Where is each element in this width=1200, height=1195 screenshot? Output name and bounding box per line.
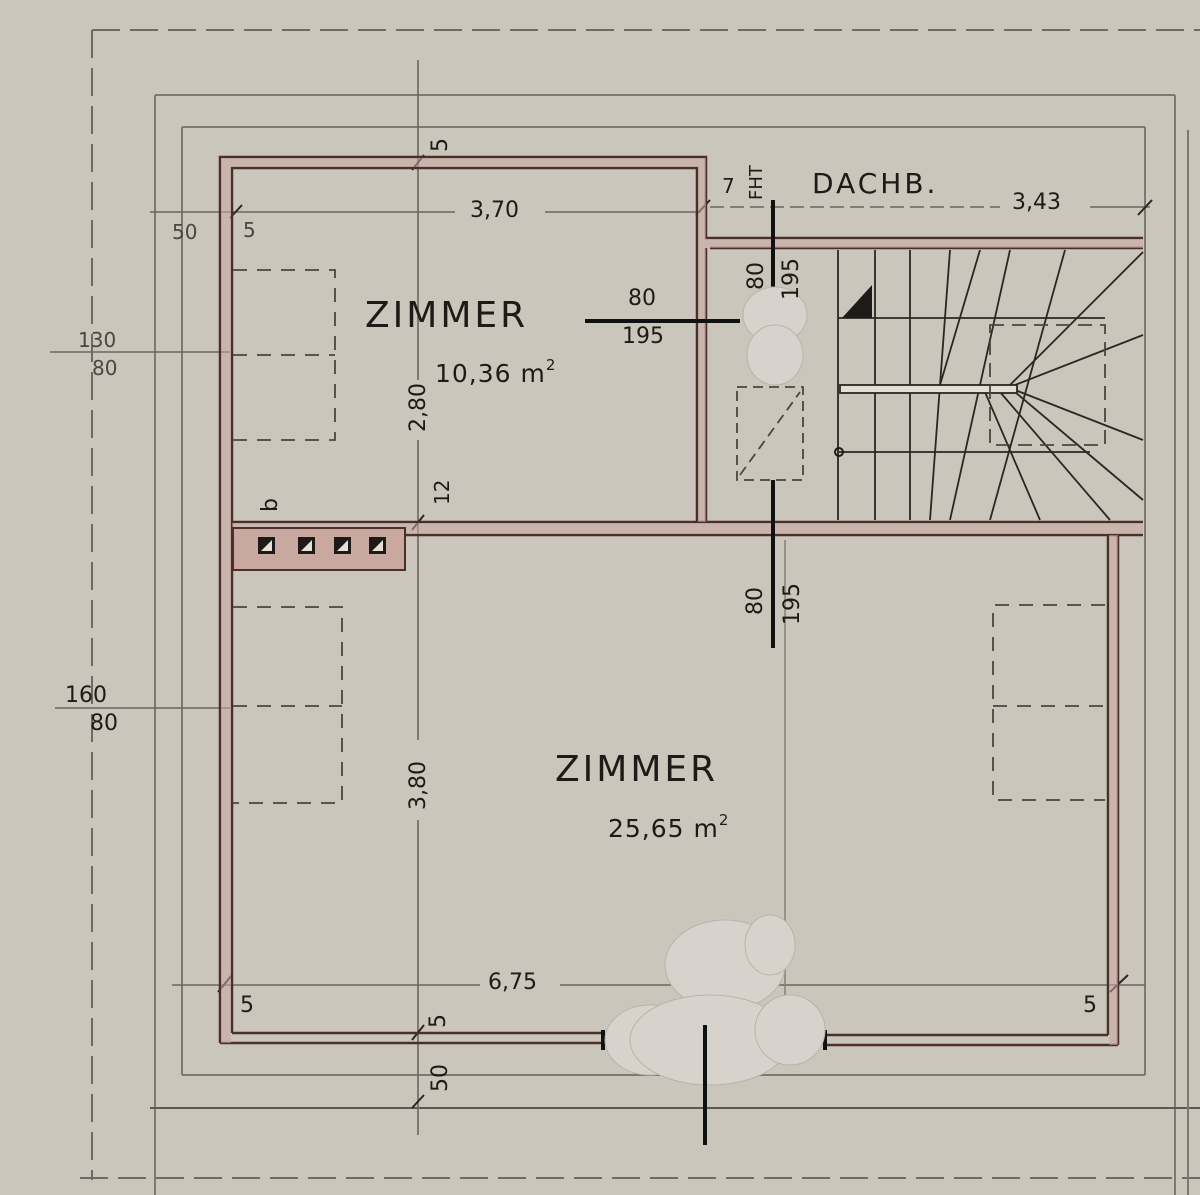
dim-window-large-top: 160 — [65, 683, 107, 708]
attic-hatch — [736, 386, 804, 481]
dim-partition-7: 7 — [722, 174, 735, 198]
dim-bottom-width: 6,75 — [488, 970, 537, 995]
chimney — [232, 527, 406, 571]
dim-door1-height: 195 — [622, 324, 664, 349]
dim-top-left-offset: 50 — [172, 220, 198, 244]
flue-label: b — [258, 498, 283, 512]
stair-post — [834, 447, 844, 457]
dim-left-wall: 5 — [243, 218, 256, 242]
dim-door3-height: 195 — [780, 583, 805, 625]
dim-large-room-height: 3,80 — [406, 761, 431, 810]
dimension-lines — [50, 60, 1150, 1135]
attic-label: DACHB. — [812, 167, 939, 200]
furniture-outlines — [233, 269, 1105, 804]
dim-bottom-offset: 50 — [428, 1064, 453, 1092]
dim-door1-width: 80 — [628, 286, 656, 311]
wall-fill — [221, 158, 1143, 1045]
stair-direction-arrow — [842, 285, 872, 318]
dim-door2-height: 195 — [779, 258, 804, 300]
room-small-area: 10,36 m2 — [435, 356, 557, 388]
fht-label: FHT — [746, 165, 767, 200]
dim-attic-width: 3,43 — [1012, 190, 1061, 215]
room-small-area-value: 10,36 — [435, 359, 512, 388]
room-large-area-value: 25,65 — [608, 814, 685, 843]
eave-lines — [150, 94, 1200, 1195]
dim-bottom-wall-mid: 5 — [426, 1014, 451, 1028]
room-large-area-unit-sup: 2 — [718, 811, 730, 829]
dim-bottom-left-wall: 5 — [240, 993, 254, 1018]
staircase — [837, 249, 1144, 521]
dim-door3-width: 80 — [743, 587, 768, 615]
room-small-name: ZIMMER — [365, 295, 529, 336]
dim-window-large-bottom: 80 — [90, 711, 118, 736]
dim-partition-12: 12 — [430, 479, 454, 505]
dim-top-wall: 5 — [428, 138, 453, 152]
dim-small-room-width: 3,70 — [470, 198, 519, 223]
dim-window-small-bottom: 80 — [92, 356, 118, 380]
room-large-area-unit: m — [693, 814, 719, 843]
room-large-area: 25,65 m2 — [608, 811, 730, 843]
room-small-area-unit: m — [520, 359, 546, 388]
dim-window-small-top: 130 — [78, 328, 117, 352]
room-small-area-unit-sup: 2 — [545, 356, 557, 374]
walls — [218, 155, 1143, 1047]
sheet-border — [80, 29, 1200, 1180]
room-large-name: ZIMMER — [555, 749, 719, 790]
redaction-smudge — [604, 286, 826, 1086]
dim-small-room-height: 2,80 — [406, 383, 431, 432]
dim-door2-width: 80 — [744, 262, 769, 290]
dim-bottom-right-wall: 5 — [1083, 993, 1097, 1018]
